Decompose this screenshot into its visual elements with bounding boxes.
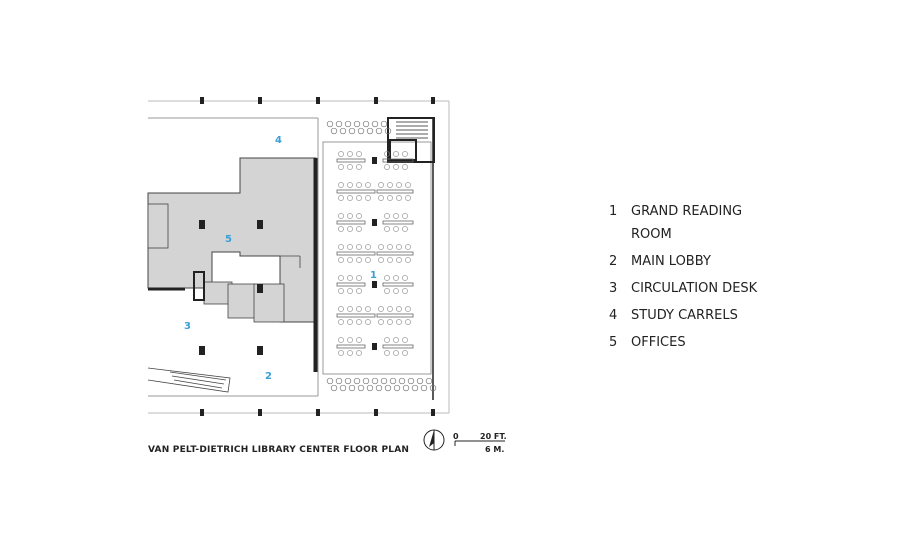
column — [372, 281, 377, 288]
chair — [348, 384, 356, 392]
chair — [339, 127, 347, 135]
reading-table — [382, 275, 414, 294]
column — [372, 157, 377, 164]
chair — [416, 377, 424, 385]
chair — [429, 384, 437, 392]
reading-table — [336, 213, 366, 232]
legend-number: 5 — [609, 335, 618, 350]
chair — [371, 120, 379, 128]
plan-caption: VAN PELT-DIETRICH LIBRARY CENTER FLOOR P… — [148, 445, 409, 455]
legend-number: 4 — [609, 308, 618, 323]
chair — [366, 384, 374, 392]
chair — [348, 127, 356, 135]
room-numbers: 1 2 3 4 5 — [184, 135, 377, 382]
room-number-4: 4 — [275, 135, 282, 146]
room-number-1: 1 — [370, 270, 377, 281]
column — [372, 343, 377, 350]
room-number-3: 3 — [184, 321, 191, 332]
chair — [366, 127, 374, 135]
room-number-5: 5 — [225, 234, 232, 245]
chair — [402, 384, 410, 392]
chair — [344, 377, 352, 385]
offices-block — [147, 157, 317, 323]
reading-table — [376, 306, 414, 325]
chair — [330, 384, 338, 392]
building-outline — [148, 100, 450, 414]
chair — [344, 120, 352, 128]
reading-table — [382, 213, 414, 232]
stair-tower — [387, 117, 435, 163]
legend-number: 1 — [609, 204, 618, 219]
north-arrow-icon — [423, 429, 445, 451]
chair — [407, 377, 415, 385]
chair — [398, 377, 406, 385]
chair — [425, 377, 433, 385]
chair — [330, 127, 338, 135]
column-markers — [200, 97, 435, 416]
reading-table — [376, 244, 414, 263]
reading-table — [336, 182, 376, 201]
scale-meters: 6 M. — [485, 445, 504, 454]
chair — [371, 377, 379, 385]
study-carrels — [326, 120, 437, 392]
scale-bar: 0 20 FT. 6 M. — [453, 432, 507, 454]
legend-item: 4 STUDY CARRELS — [609, 304, 869, 327]
legend-label: MAIN LOBBY — [631, 254, 711, 269]
reading-table — [336, 275, 366, 294]
reading-table — [382, 337, 414, 356]
scale-zero: 0 — [453, 432, 459, 441]
chair — [420, 384, 428, 392]
chair — [326, 120, 334, 128]
reading-table — [336, 151, 366, 170]
chair — [375, 127, 383, 135]
chair — [339, 384, 347, 392]
legend-item: 3 CIRCULATION DESK — [609, 277, 869, 300]
chair — [335, 120, 343, 128]
reading-table — [382, 151, 414, 170]
reading-table — [376, 182, 414, 201]
chair — [357, 127, 365, 135]
reading-tables — [336, 151, 414, 356]
chair — [353, 120, 361, 128]
chair — [384, 127, 392, 135]
chair — [362, 377, 370, 385]
reading-table — [336, 306, 376, 325]
chair — [384, 384, 392, 392]
legend-label: STUDY CARRELS — [631, 308, 738, 323]
legend-item: 1 GRAND READING ROOM — [609, 200, 869, 246]
reading-table — [336, 244, 376, 263]
legend-label: GRAND READING ROOM — [631, 204, 743, 242]
chair — [393, 384, 401, 392]
legend-item: 2 MAIN LOBBY — [609, 250, 869, 273]
chair — [353, 377, 361, 385]
chair — [375, 384, 383, 392]
chair — [357, 384, 365, 392]
reading-room-wall — [313, 118, 434, 400]
chair — [380, 120, 388, 128]
scale-feet: 20 FT. — [480, 432, 507, 441]
chair — [411, 384, 419, 392]
room-legend: 1 GRAND READING ROOM 2 MAIN LOBBY 3 CIRC… — [609, 200, 869, 358]
interior-columns — [199, 220, 263, 355]
legend-number: 2 — [609, 254, 618, 269]
chair — [362, 120, 370, 128]
chair — [335, 377, 343, 385]
entry-stair — [147, 367, 231, 393]
legend-number: 3 — [609, 281, 618, 296]
room-number-2: 2 — [265, 371, 272, 382]
chair — [389, 377, 397, 385]
legend-item: 5 OFFICES — [609, 331, 869, 354]
column — [372, 219, 377, 226]
chair — [380, 377, 388, 385]
chair — [326, 377, 334, 385]
reading-table — [336, 337, 366, 356]
legend-label: OFFICES — [631, 335, 686, 350]
legend-label: CIRCULATION DESK — [631, 281, 758, 296]
